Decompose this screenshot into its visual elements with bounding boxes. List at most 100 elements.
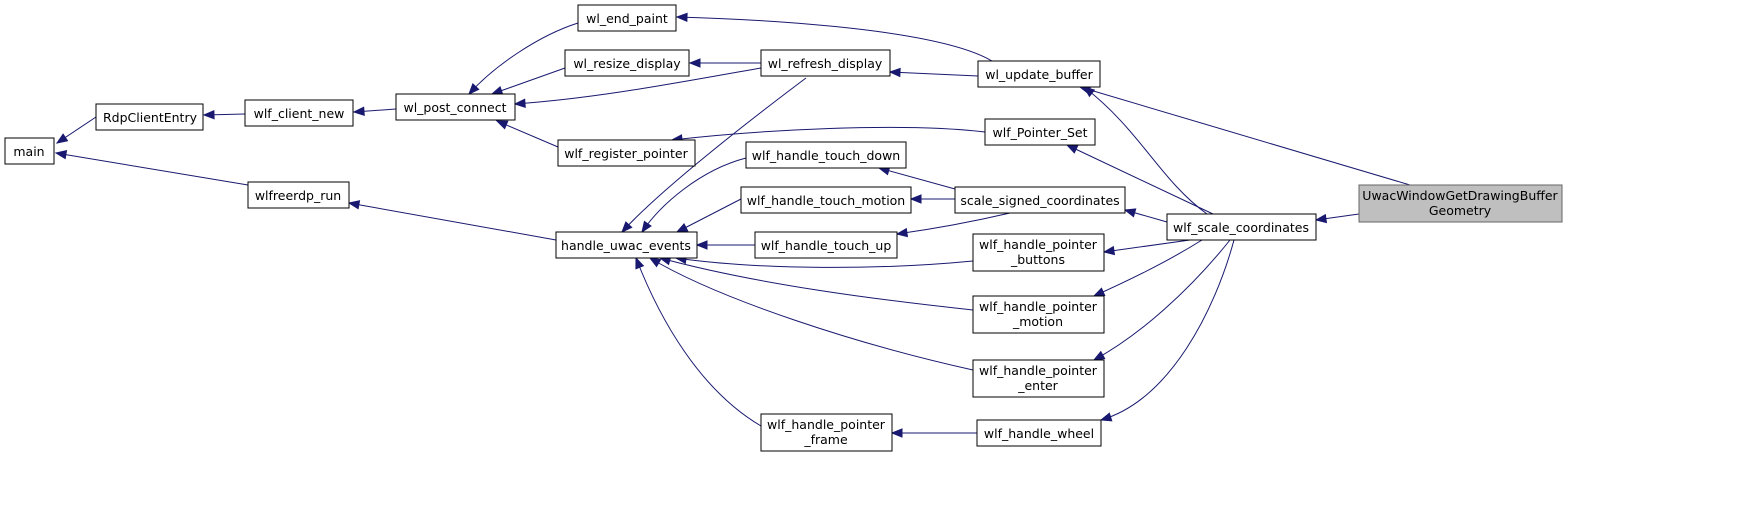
arrow-head [490,86,504,95]
node-wlf-handle-wheel[interactable]: wlf_handle_wheel [976,419,1102,447]
arrow-head [1102,245,1116,256]
arrow-head [1099,412,1113,422]
node-label: wlf_handle_touch_up [761,238,892,253]
edge-line [496,120,559,148]
edge-line [635,257,762,427]
node-wlf-scale-coordinates[interactable]: wlf_scale_coordinates [1166,213,1317,241]
edge-wl-refresh-display-to-wl-post-connect [513,67,762,108]
node-label: wl_update_buffer [985,67,1093,82]
edge-wl-refresh-display-to-wl-resize-display [688,58,761,68]
edge-line [514,67,762,105]
arrow-head [648,257,662,268]
edge-uwac-window-get-drawing-buffer-geometry-to-wlf-scale-coordinates [1314,213,1360,224]
edge-wlf-scale-coordinates-to-wlf-handle-pointer-motion [1092,239,1203,297]
edge-wl-update-buffer-to-wl-refresh-display [888,67,979,78]
edge-handle-uwac-events-to-wlfreerdp-run [347,200,557,241]
edge-line [659,257,974,311]
edge-line [491,67,566,95]
edge-wl-end-paint-to-wl-post-connect [468,22,579,95]
arrow-head [54,150,68,160]
edge-line [676,198,742,233]
node-wlf-handle-pointer-buttons[interactable]: wlf_handle_pointer _buttons [972,233,1105,272]
node-label-line-1: UwacWindowGetDrawingBuffer [1362,188,1558,203]
node-wlf-handle-pointer-enter[interactable]: wlf_handle_pointer _enter [972,359,1105,398]
node-wlf-pointer-set[interactable]: wlf_Pointer_Set [984,118,1096,146]
arrow-head [675,12,688,23]
arrow-head [635,256,645,270]
edge-line [1093,239,1203,297]
edge-line [896,212,1011,235]
node-rdp-client-entry[interactable]: RdpClientEntry [95,103,204,131]
arrow-head [352,106,365,116]
edge-wlf-handle-touch-motion-to-handle-uwac-events [675,198,742,233]
node-label-line-2: _buttons [1010,252,1065,267]
node-wlf-handle-touch-down[interactable]: wlf_handle_touch_down [745,141,907,169]
node-wlf-handle-pointer-motion[interactable]: wlf_handle_pointer _motion [972,295,1105,334]
edge-line [878,167,956,190]
node-wlf-handle-touch-motion[interactable]: wlf_handle_touch_motion [740,186,912,214]
arrow-head [641,220,652,234]
edge-line [55,152,249,186]
arrow-head [1123,208,1137,218]
node-scale-signed-coordinates[interactable]: scale_signed_coordinates [954,186,1126,214]
edge-rdp-client-entry-to-main [55,116,97,144]
arrow-head [1065,144,1079,154]
arrow-head [347,200,361,210]
node-wl-refresh-display[interactable]: wl_refresh_display [760,49,891,77]
edge-wl-update-buffer-to-wl-end-paint [675,12,993,62]
node-wl-resize-display[interactable]: wl_resize_display [564,49,690,77]
edge-wlf-scale-coordinates-to-wlf-handle-pointer-enter [1092,239,1231,361]
node-label: main [13,144,44,159]
edge-wl-refresh-display-to-handle-uwac-events [621,77,807,233]
node-wlfreerdp-run[interactable]: wlfreerdp_run [247,181,350,209]
edges-layer [54,12,1411,438]
arrow-head [909,194,922,204]
node-main[interactable]: main [4,137,55,165]
edge-wlf-handle-touch-up-to-handle-uwac-events [695,240,755,250]
node-label: wlf_scale_coordinates [1173,220,1309,235]
arrow-head [695,240,708,250]
node-wl-post-connect[interactable]: wl_post_connect [395,93,516,121]
arrow-head [621,221,633,233]
edge-line [1066,144,1214,215]
node-wl-update-buffer[interactable]: wl_update_buffer [977,60,1101,88]
edge-wlf-client-new-to-rdp-client-entry [202,110,246,120]
edge-wlf-scale-coordinates-to-scale-signed-coordinates [1123,208,1168,223]
node-uwac-window-get-drawing-buffer-geometry[interactable]: UwacWindowGetDrawingBuffer Geometry [1358,184,1563,223]
node-label-line-2: _motion [1012,314,1063,329]
edge-line [621,77,807,233]
node-wl-end-paint[interactable]: wl_end_paint [577,4,677,32]
edge-line [1079,86,1411,186]
edge-line [676,16,993,62]
arrow-head [1092,287,1106,297]
edge-wlf-scale-coordinates-to-wlf-pointer-set [1065,144,1214,215]
arrow-head [675,222,689,233]
edge-wlf-handle-pointer-frame-to-handle-uwac-events [635,256,762,427]
edge-line [641,157,747,233]
edge-wlf-pointer-set-to-wlf-register-pointer [670,126,986,144]
node-wlf-handle-pointer-frame[interactable]: wlf_handle_pointer _frame [760,413,893,452]
node-label: RdpClientEntry [103,110,198,125]
edge-line [348,202,557,241]
edge-scale-signed-coordinates-to-wlf-handle-touch-up [895,212,1011,238]
edge-wl-post-connect-to-wlf-client-new [352,106,397,116]
node-wlf-register-pointer[interactable]: wlf_register_pointer [557,139,696,167]
edge-line [675,257,974,268]
node-wlf-handle-touch-up[interactable]: wlf_handle_touch_up [754,231,898,259]
node-handle-uwac-events[interactable]: handle_uwac_events [555,231,698,259]
edge-line [1093,239,1231,361]
nodes-layer: main RdpClientEntry wlf_client_new wl_po… [4,4,1563,452]
node-label: wlf_register_pointer [564,146,688,161]
arrow-head [888,67,901,78]
node-label: wlfreerdp_run [255,188,341,203]
node-label: wl_post_connect [403,100,506,115]
node-label: wlf_handle_touch_down [752,148,900,163]
node-label: scale_signed_coordinates [960,193,1119,208]
arrow-head [1092,350,1106,361]
edge-uwac-window-get-drawing-buffer-geometry-to-wl-update-buffer [1078,85,1411,186]
edge-line [649,257,974,371]
node-label: wl_end_paint [586,11,668,26]
edge-wlfreerdp-run-to-main [54,150,249,186]
node-wlf-client-new[interactable]: wlf_client_new [244,99,354,127]
